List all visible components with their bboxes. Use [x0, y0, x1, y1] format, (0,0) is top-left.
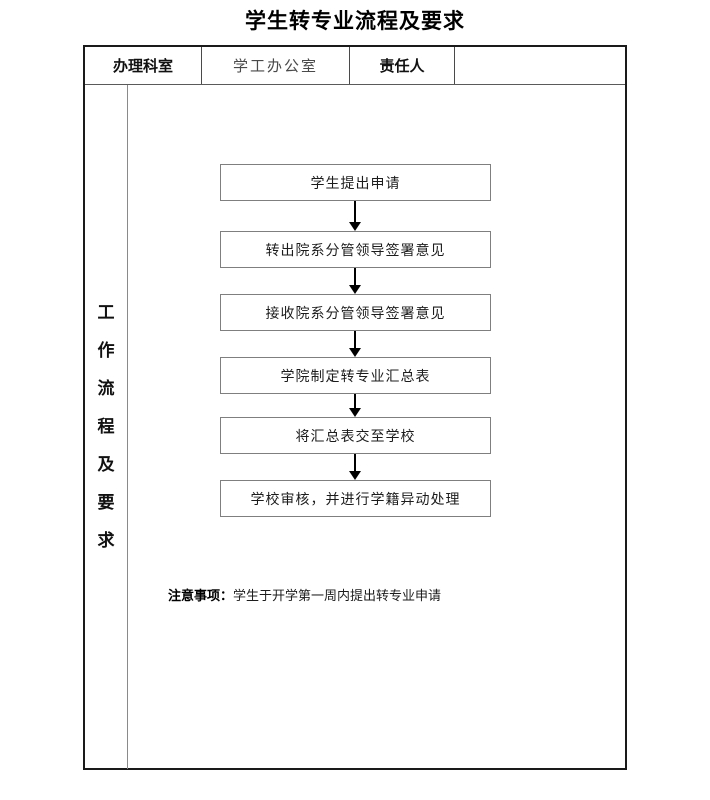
flow-step-4: 学院制定转专业汇总表	[220, 357, 491, 394]
flow-step-2: 转出院系分管领导签署意见	[220, 231, 491, 268]
flow-step-1: 学生提出申请	[220, 164, 491, 201]
header-cell-office-value: 学工办公室	[202, 47, 350, 84]
notice-text: 学生于开学第一周内提出转专业申请	[233, 589, 442, 604]
table-body-row: 工作流程及要求	[85, 85, 625, 769]
arrow-line-4	[354, 394, 356, 408]
flow-step-3: 接收院系分管领导签署意见	[220, 294, 491, 331]
arrow-down-icon	[349, 471, 361, 480]
notice-label: 注意事项：	[168, 589, 234, 604]
flow-step-6: 学校审核，并进行学籍异动处理	[220, 480, 491, 517]
arrow-down-icon	[349, 222, 361, 231]
header-cell-responsible-value	[455, 47, 625, 84]
header-cell-office-label: 办理科室	[85, 47, 202, 84]
arrow-line-3	[354, 331, 356, 348]
vertical-row-label: 工作流程及要求	[97, 303, 115, 551]
header-cell-responsible-label: 责任人	[350, 47, 455, 84]
arrow-down-icon	[349, 285, 361, 294]
arrow-down-icon	[349, 348, 361, 357]
flow-step-5: 将汇总表交至学校	[220, 417, 491, 454]
arrow-line-2	[354, 268, 356, 285]
arrow-line-5	[354, 454, 356, 471]
page-title: 学生转专业流程及要求	[245, 9, 465, 33]
arrow-line-1	[354, 201, 356, 222]
arrow-down-icon	[349, 408, 361, 417]
row-label-cell: 工作流程及要求	[85, 85, 128, 769]
notice-line: 注意事项：学生于开学第一周内提出转专业申请	[168, 585, 441, 604]
table-header-row: 办理科室 学工办公室 责任人	[85, 47, 625, 85]
